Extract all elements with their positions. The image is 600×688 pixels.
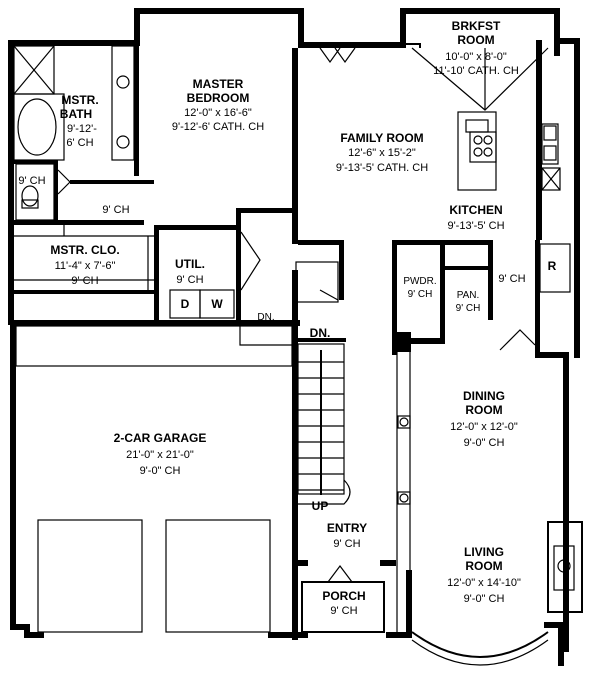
stair-down-util: DN. <box>257 312 274 323</box>
breakfast-dim: 10'-0" x 8'-0" <box>445 51 507 63</box>
family-room-dim: 12'-6" x 15'-2" <box>348 147 416 159</box>
stairs <box>295 261 351 505</box>
pantry-ch: 9' CH <box>456 303 481 314</box>
breakfast-name-2: ROOM <box>457 33 494 47</box>
dryer-label: D <box>181 297 190 311</box>
porch-ch: 9' CH <box>330 605 357 617</box>
master-bedroom-name-1: MASTER <box>193 77 244 91</box>
washer-label: W <box>211 297 223 311</box>
dining-dim: 12'-0" x 12'-0" <box>450 421 518 433</box>
kitchen-ch: 9'-13'-5' CH <box>447 220 504 232</box>
master-closet-name: MSTR. CLO. <box>50 243 119 257</box>
kitchen-side-ch: 9' CH <box>498 273 525 285</box>
hall-ch: 9' CH <box>102 204 129 216</box>
master-bedroom-name-2: BEDROOM <box>187 91 250 105</box>
dining-ch: 9'-0" CH <box>464 437 505 449</box>
master-bath-name-2: BATH <box>60 107 92 121</box>
room-labels: MSTR. BATH 9'-12'- 6' CH MASTER BEDROOM … <box>18 19 556 617</box>
powder-name: PWDR. <box>403 276 436 287</box>
powder-ch: 9' CH <box>408 289 433 300</box>
breakfast-name-1: BRKFST <box>452 19 501 33</box>
living-ch: 9'-0" CH <box>464 593 505 605</box>
master-closet-dim: 11'-4" x 7'-6" <box>55 260 116 272</box>
wc-ch: 9' CH <box>18 175 45 187</box>
garage-name: 2-CAR GARAGE <box>114 431 207 445</box>
master-bath-ch: 6' CH <box>66 137 93 149</box>
bath-fixtures <box>13 45 135 221</box>
kitchen-name: KITCHEN <box>449 203 502 217</box>
closet-details <box>14 225 261 319</box>
breakfast-bay <box>319 43 549 111</box>
family-room-ch: 9'-13'-5' CATH. CH <box>336 162 428 174</box>
living-name-1: LIVING <box>464 545 504 559</box>
master-bedroom-dim: 12'-0" x 16'-6" <box>184 107 252 119</box>
garage-dim: 21'-0" x 21'-0" <box>126 449 194 461</box>
master-bath-dim: 9'-12'- <box>67 123 97 135</box>
utility-name: UTIL. <box>175 257 205 271</box>
dining-name-1: DINING <box>463 389 505 403</box>
columns <box>396 352 411 632</box>
entry-name: ENTRY <box>327 521 367 535</box>
garage-ch: 9'-0" CH <box>140 465 181 477</box>
stair-down-main: DN. <box>310 326 331 340</box>
living-dim: 12'-0" x 14'-10" <box>447 577 521 589</box>
garage-details <box>15 325 293 633</box>
master-bedroom-ch: 9'-12'-6' CATH. CH <box>172 121 264 133</box>
stair-up: UP <box>312 499 329 513</box>
interior-walls <box>14 40 569 358</box>
porch-name: PORCH <box>322 589 365 603</box>
master-closet-ch: 9' CH <box>71 275 98 287</box>
refrigerator-label: R <box>548 259 557 273</box>
pantry-name: PAN. <box>457 290 480 301</box>
living-details <box>411 521 583 666</box>
living-name-2: ROOM <box>465 559 502 573</box>
porch-details <box>298 560 396 633</box>
entry-ch: 9' CH <box>333 538 360 550</box>
breakfast-ch: 11'-10' CATH. CH <box>433 65 519 77</box>
family-room-name: FAMILY ROOM <box>340 131 423 145</box>
dining-name-2: ROOM <box>465 403 502 417</box>
utility-ch: 9' CH <box>176 274 203 286</box>
kitchen-fixtures <box>457 111 571 351</box>
master-bath-name-1: MSTR. <box>61 93 98 107</box>
